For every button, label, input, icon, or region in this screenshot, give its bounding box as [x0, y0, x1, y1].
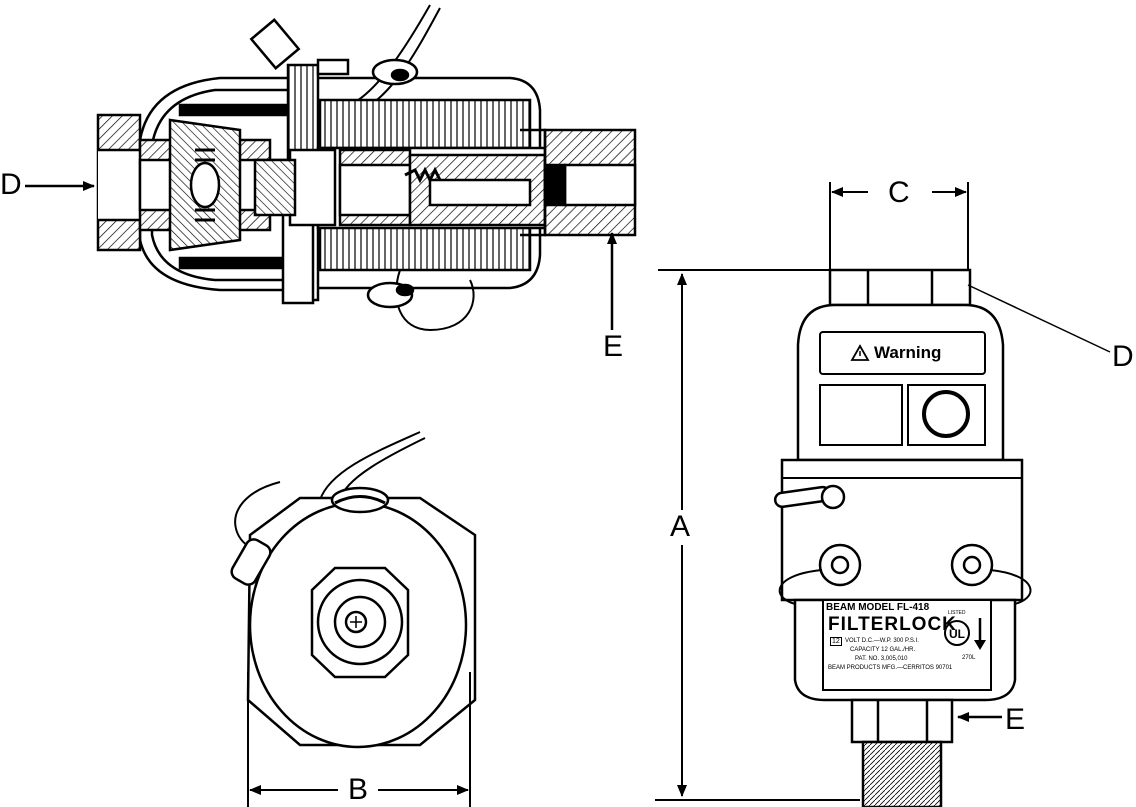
- leader-d-right: [967, 284, 1111, 353]
- callout-e-top: E: [603, 330, 624, 363]
- nameplate-line4: BEAM PRODUCTS MFG.—CERRITOS 90701: [828, 665, 953, 671]
- nameplate-line1: VOLT D.C.—W.P. 300 P.S.I.: [845, 638, 919, 644]
- nameplate-model: BEAM MODEL FL-418: [826, 602, 930, 613]
- callout-c: C: [888, 176, 910, 209]
- nameplate-listed: LISTED: [948, 610, 966, 616]
- callout-e-right: E: [1005, 703, 1026, 736]
- nameplate-brand: FILTERLOCK: [828, 614, 957, 635]
- callout-a: A: [670, 510, 691, 543]
- callout-d-right: D: [1112, 340, 1134, 373]
- nameplate-line3: PAT. NO. 3,005,010: [855, 656, 908, 662]
- dimension-c: [829, 182, 969, 270]
- listed-mark-icon: UL: [944, 620, 970, 646]
- warning-label: Warning: [874, 343, 942, 362]
- nameplate-volt-value: 12: [830, 637, 842, 646]
- warning-triangle-icon: [850, 344, 870, 361]
- callout-d-left: D: [0, 168, 22, 201]
- nameplate-code: 270L: [962, 655, 976, 661]
- callout-b: B: [348, 773, 369, 806]
- dimension-a: [655, 269, 860, 801]
- front-view: [773, 268, 1032, 807]
- section-view: [96, 4, 637, 332]
- down-arrow-icon: [974, 618, 986, 650]
- nameplate-line2: CAPACITY 12 GAL./HR.: [850, 647, 916, 653]
- end-view: [230, 431, 477, 749]
- svg-text:UL: UL: [949, 627, 965, 641]
- dimension-b: [247, 672, 471, 807]
